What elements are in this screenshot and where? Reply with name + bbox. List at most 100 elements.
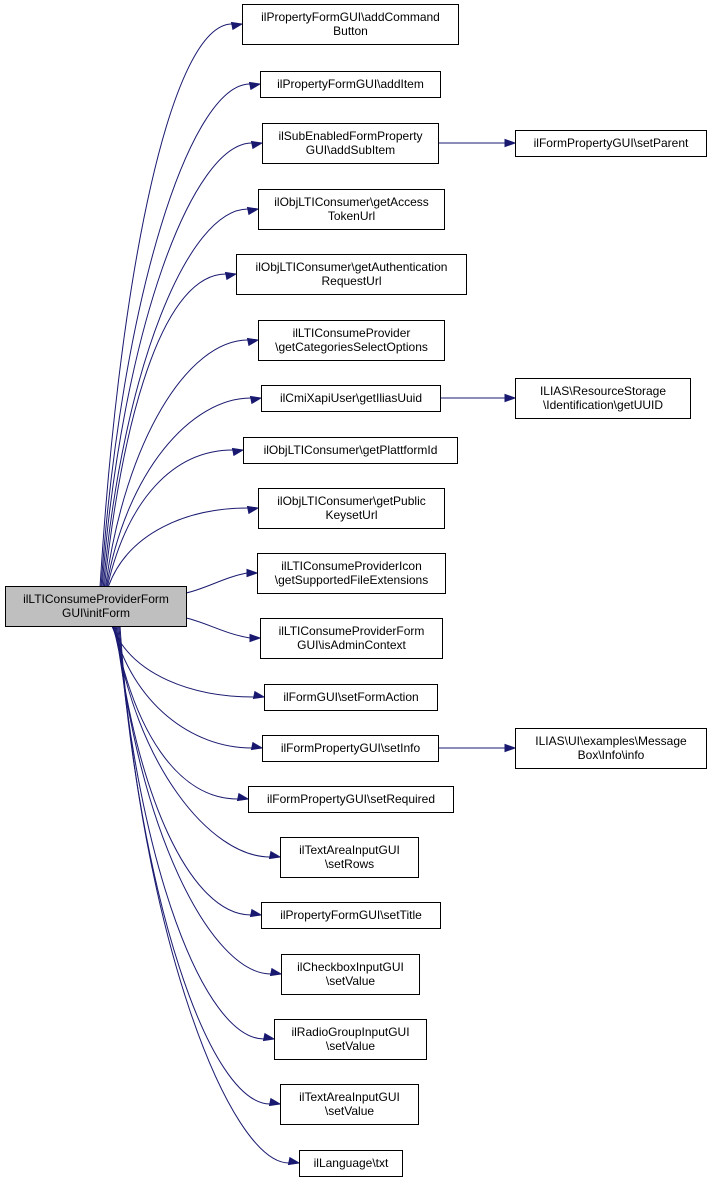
node-box xyxy=(262,123,439,164)
edge-line xyxy=(108,507,249,587)
node-box xyxy=(515,378,691,419)
edge-line xyxy=(185,572,248,594)
function-node[interactable]: ilCmiXapiUser\getIliasUuid xyxy=(261,385,441,412)
edge-arrowhead xyxy=(231,447,245,457)
function-node[interactable]: ilPropertyFormGUI\setTitle xyxy=(261,902,441,929)
function-node[interactable]: ilRadioGroupInputGUI\setValue xyxy=(274,1019,427,1060)
edge-root-n15 xyxy=(114,625,282,860)
edge-line xyxy=(115,625,252,916)
edge-root-n11 xyxy=(185,617,262,643)
function-node[interactable]: ilTextAreaInputGUI\setRows xyxy=(280,837,419,878)
edge-line xyxy=(99,23,233,587)
edge-line xyxy=(185,617,251,639)
node-box xyxy=(299,1150,403,1177)
edge-line xyxy=(111,625,255,698)
edge-root-n1 xyxy=(99,21,244,587)
edge-line xyxy=(119,625,290,1164)
edge-root-n12 xyxy=(111,625,266,700)
function-node[interactable]: ilObjLTIConsumer\getPlattformId xyxy=(243,437,458,464)
node-box xyxy=(264,684,438,711)
node-label: ilLTIConsumeProvider xyxy=(293,326,411,340)
edge-root-n5 xyxy=(103,271,238,587)
node-box xyxy=(281,954,420,995)
edge-root-n8 xyxy=(107,447,245,587)
node-box xyxy=(515,130,707,157)
edge-line xyxy=(113,625,239,800)
function-node[interactable]: ilCheckboxInputGUI\setValue xyxy=(281,954,420,995)
edge-line xyxy=(101,142,253,587)
edge-line xyxy=(117,625,265,1040)
node-label: ilCmiXapiUser\getIliasUuid xyxy=(280,391,422,405)
edge-arrowhead xyxy=(246,206,260,216)
node-label: \getCategoriesSelectOptions xyxy=(275,340,428,354)
node-box xyxy=(258,189,445,230)
edge-root-n2 xyxy=(100,81,262,587)
edge-arrowhead xyxy=(504,138,517,148)
function-node[interactable]: ilPropertyFormGUI\addItem xyxy=(260,71,441,98)
edge-root-n4 xyxy=(102,206,260,587)
function-node[interactable]: ilTextAreaInputGUI\setValue xyxy=(280,1084,419,1125)
node-label: ilFormPropertyGUI\setRequired xyxy=(267,792,435,806)
node-box xyxy=(261,902,441,929)
edge-arrowhead xyxy=(249,633,262,643)
node-label: RequestUrl xyxy=(321,274,381,288)
edge-arrowhead xyxy=(224,271,238,281)
node-box xyxy=(261,385,441,412)
node-label: ilFormPropertyGUI\setInfo xyxy=(281,741,421,755)
edge-line xyxy=(107,449,234,587)
edge-arrowhead xyxy=(246,337,260,347)
node-label: \setValue xyxy=(326,974,375,988)
function-node[interactable]: ilLTIConsumeProviderIcon\getSupportedFil… xyxy=(257,553,446,594)
edge-root-n10 xyxy=(185,568,259,594)
function-node[interactable]: ilObjLTIConsumer\getAuthenticationReques… xyxy=(236,254,467,295)
node-label: ilObjLTIConsumer\getPlattformId xyxy=(264,443,438,457)
edge-line xyxy=(106,397,252,587)
node-box xyxy=(258,488,445,529)
edge-root-n14 xyxy=(113,625,250,802)
edge-n13-n13a xyxy=(438,743,517,753)
edge-arrowhead xyxy=(262,1032,276,1042)
function-node[interactable]: ilFormPropertyGUI\setRequired xyxy=(248,786,454,813)
edge-root-n3 xyxy=(101,140,264,587)
edge-n7-n7a xyxy=(440,393,517,403)
function-node[interactable]: ilLanguage\txt xyxy=(299,1150,403,1177)
edge-root-n9 xyxy=(108,505,260,587)
node-label: GUI\isAdminContext xyxy=(297,638,406,652)
function-node[interactable]: ILIAS\ResourceStorage\Identification\get… xyxy=(515,378,691,419)
node-box xyxy=(280,837,419,878)
edge-n3-n3a xyxy=(438,138,517,148)
edge-arrowhead xyxy=(249,395,263,405)
function-node[interactable]: ilFormPropertyGUI\setParent xyxy=(515,130,707,157)
node-label: KeysetUrl xyxy=(325,508,377,522)
edge-arrowhead xyxy=(504,393,517,403)
edge-arrowhead xyxy=(246,505,260,515)
node-box xyxy=(248,786,454,813)
node-label: ilSubEnabledFormProperty xyxy=(278,129,422,143)
node-label: ilFormPropertyGUI\setParent xyxy=(534,136,689,150)
function-node[interactable]: ilFormGUI\setFormAction xyxy=(264,684,438,711)
node-label: ilTextAreaInputGUI xyxy=(299,843,400,857)
node-label: \setRows xyxy=(325,857,374,871)
edge-arrowhead xyxy=(287,1156,301,1166)
edge-line xyxy=(116,625,272,975)
function-node[interactable]: ilFormPropertyGUI\setInfo xyxy=(262,735,439,762)
node-label: ilCheckboxInputGUI xyxy=(297,960,404,974)
edge-line xyxy=(118,625,271,1105)
node-label: \Identification\getUUID xyxy=(543,398,663,412)
node-label: ilObjLTIConsumer\getAuthentication xyxy=(256,260,448,274)
function-node[interactable]: ilLTIConsumeProvider\getCategoriesSelect… xyxy=(258,320,445,361)
node-box xyxy=(260,71,441,98)
edge-line xyxy=(105,339,249,587)
node-label: \getSupportedFileExtensions xyxy=(275,573,428,587)
node-label: ilLTIConsumeProviderForm xyxy=(23,592,169,606)
function-node[interactable]: ilLTIConsumeProviderFormGUI\isAdminConte… xyxy=(260,618,443,659)
node-label: ilLTIConsumeProviderForm xyxy=(279,624,425,638)
node-label: ilRadioGroupInputGUI xyxy=(291,1025,409,1039)
edge-line xyxy=(103,273,227,587)
